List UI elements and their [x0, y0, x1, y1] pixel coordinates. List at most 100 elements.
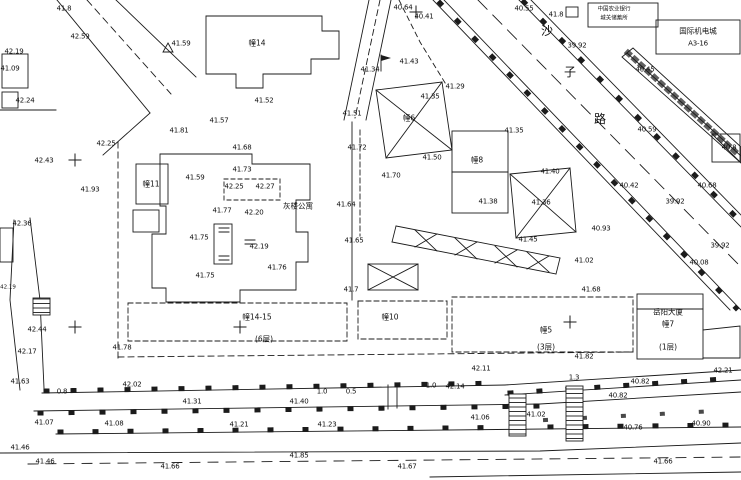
grid-cross [68, 153, 82, 167]
elevation-label: 40.64 [393, 3, 413, 12]
elevation-label: 41.73 [232, 165, 252, 174]
building-number-label: 幢14 [248, 38, 266, 48]
elevation-label: 40.68 [697, 181, 717, 190]
elevation-label: 42.25 [96, 139, 116, 148]
elevation-label: 41.85 [289, 451, 309, 460]
elevation-label: 41.51 [342, 109, 362, 118]
elevation-label: 42.19 [249, 242, 269, 251]
elevation-label: 41.67 [397, 462, 417, 471]
elevation-label: 40.93 [591, 224, 611, 233]
elevation-label: 42.24 [15, 96, 35, 105]
elevation-label: 41.8 [56, 4, 72, 13]
elevation-label: 41.52 [254, 96, 274, 105]
elevation-label: 40.08 [689, 258, 709, 267]
elevation-label: 41.09 [0, 64, 20, 73]
elevation-label: 41.65 [344, 236, 364, 245]
elevation-label: 41.40 [540, 167, 560, 176]
elevation-label: 42.20 [244, 208, 264, 217]
place-name-label: 灰楼公寓 [283, 201, 313, 211]
elevation-label: 40.90 [691, 419, 711, 428]
elevation-label: 41.66 [653, 457, 673, 466]
building-number-label: 幢10 [381, 312, 399, 322]
elevation-label: 41.93 [80, 185, 100, 194]
elevation-label: 39.92 [567, 41, 587, 50]
elevation-label: 40.42 [619, 181, 639, 190]
elevation-label: 41.57 [209, 116, 229, 125]
elevation-label: 41.7 [343, 285, 359, 294]
elevation-label: 41.35 [420, 92, 440, 101]
elevation-label: 40.82 [630, 377, 650, 386]
place-name-label: 城关储蓄所 [600, 15, 628, 22]
elevation-label: 40.76 [623, 423, 643, 432]
elevation-label: 41.35 [504, 126, 524, 135]
street-name-char: 路 [593, 112, 607, 126]
elevation-label: 41.45 [518, 235, 538, 244]
elevation-label: 41.66 [160, 462, 180, 471]
place-name-label: 中国农业银行 [597, 6, 631, 13]
elevation-label: 41.29 [445, 82, 465, 91]
elevation-label: 42.14 [445, 382, 465, 391]
building-number-label: 幢7 [661, 319, 675, 329]
elevation-label: 42.36 [12, 219, 32, 228]
elevation-label: 41.70 [381, 171, 401, 180]
building-number-label: 幢6 [402, 113, 416, 123]
grid-cross [233, 320, 247, 334]
grid-cross [409, 5, 423, 19]
street-name-char: 沙 [540, 24, 554, 38]
floor-count-label: (6层) [254, 334, 274, 344]
elevation-label: 40.82 [608, 391, 628, 400]
elevation-label: 41.8 [548, 10, 564, 19]
building-number-label: 幢5 [539, 325, 553, 335]
elevation-label: 40.8 [721, 143, 737, 152]
elevation-label: 42.59 [70, 32, 90, 41]
floor-count-label: (3层) [536, 342, 556, 352]
elevation-label: 42.25 [224, 182, 244, 191]
building-number-label: 幢14-15 [242, 312, 272, 322]
elevation-label: 41.38 [478, 197, 498, 206]
elevation-label: 39.92 [710, 241, 730, 250]
block-code-label: A3-16 [688, 39, 708, 48]
elevation-label: 40.55 [514, 4, 534, 13]
elevation-label: 41.08 [104, 419, 124, 428]
building-number-label: 幢11 [142, 179, 160, 189]
place-name-label: 国际机电城 [679, 26, 717, 36]
elevation-label: 41.21 [229, 420, 249, 429]
elevation-label: 42.02 [122, 380, 142, 389]
elevation-label: 41.43 [399, 57, 419, 66]
elevation-label: 41.40 [289, 397, 309, 406]
elevation-label: 41.81 [169, 126, 189, 135]
elevation-label: 42.17 [17, 347, 37, 356]
elevation-label: 40.45 [635, 65, 655, 74]
elevation-label: 1.0 [316, 387, 328, 396]
elevation-label: 1.3 [568, 373, 580, 382]
grid-cross [563, 315, 577, 329]
elevation-label: 41.63 [10, 377, 30, 386]
elevation-label: 39.92 [665, 197, 685, 206]
elevation-label: 41.59 [171, 39, 191, 48]
elevation-label: 40.41 [414, 12, 434, 21]
elevation-label: 41.36 [531, 198, 551, 207]
elevation-label: 41.34 [360, 65, 380, 74]
elevation-label: 41.72 [347, 143, 367, 152]
elevation-label: 42.11 [471, 364, 491, 373]
elevation-label: 41.31 [182, 397, 202, 406]
elevation-label: 41.46 [10, 443, 30, 452]
elevation-label: 41.23 [317, 420, 337, 429]
elevation-label: 41.59 [185, 173, 205, 182]
place-name-label: 岳阳大厦 [653, 307, 683, 317]
elevation-label: 41.50 [422, 153, 442, 162]
elevation-label: 41.06 [470, 413, 490, 422]
elevation-label: 41.02 [574, 256, 594, 265]
elevation-label: 41.02 [526, 410, 546, 419]
elevation-label: 41.76 [267, 263, 287, 272]
elevation-label: 41.77 [212, 206, 232, 215]
elevation-label: 42.43 [34, 156, 54, 165]
elevation-label: 41.82 [574, 352, 594, 361]
elevation-label: 42.19 [4, 47, 24, 56]
elevation-label: 1.0 [425, 381, 437, 390]
elevation-label: 41.68 [581, 285, 601, 294]
